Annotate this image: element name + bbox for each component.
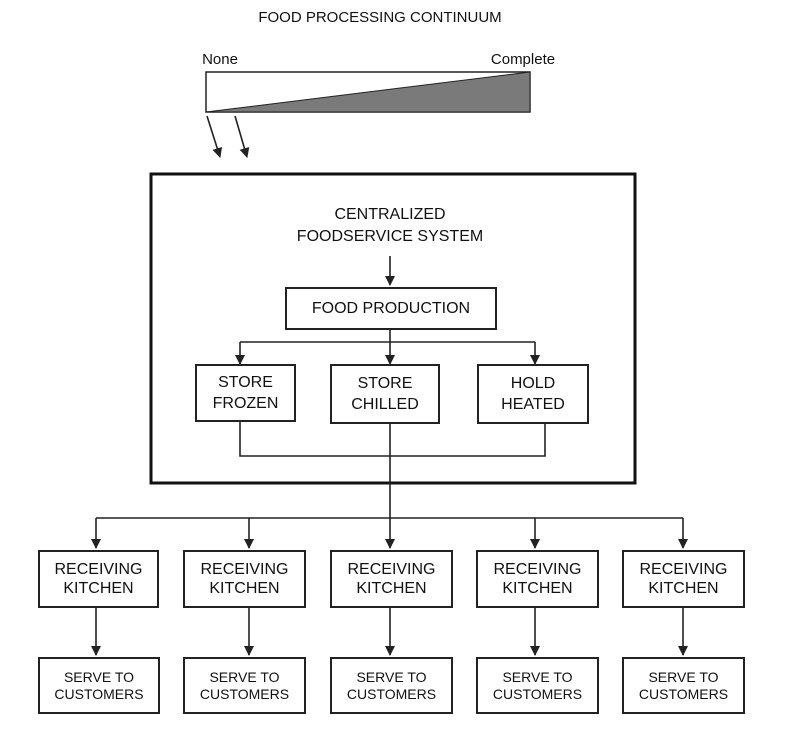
serve-line1: SERVE TO xyxy=(63,668,135,685)
food-production-label: FOOD PRODUCTION xyxy=(311,300,471,317)
receiving-kitchen-line2: KITCHEN xyxy=(502,580,573,597)
store-chilled-line2: CHILLED xyxy=(351,396,419,413)
receiving-kitchen-box: RECEIVING KITCHEN xyxy=(622,550,745,608)
continuum-arrow-2 xyxy=(234,115,250,158)
serve-line2: CUSTOMERS xyxy=(54,685,144,702)
serve-line2: CUSTOMERS xyxy=(492,685,583,702)
receiving-kitchen-box: RECEIVING KITCHEN xyxy=(183,550,306,608)
hold-heated-box: HOLD HEATED xyxy=(477,364,589,424)
receiving-kitchen-line2: KITCHEN xyxy=(209,580,280,597)
serve-line1: SERVE TO xyxy=(356,668,427,685)
receiving-kitchen-box: RECEIVING KITCHEN xyxy=(330,550,453,608)
store-chilled-line1: STORE xyxy=(357,375,413,392)
receiving-kitchen-box: RECEIVING KITCHEN xyxy=(38,550,159,608)
hold-heated-line2: HEATED xyxy=(501,396,565,413)
continuum-complete-label: Complete xyxy=(490,51,556,68)
system-title-line1: CENTRALIZED xyxy=(334,206,446,223)
receiving-kitchen-line2: KITCHEN xyxy=(356,580,427,597)
continuum-none-label: None xyxy=(202,51,238,68)
store-frozen-line2: FROZEN xyxy=(212,395,279,412)
receiving-kitchen-line2: KITCHEN xyxy=(648,580,719,597)
diagram-title: FOOD PROCESSING CONTINUUM xyxy=(258,9,502,26)
continuum-bar xyxy=(205,71,531,113)
receiving-kitchen-line1: RECEIVING xyxy=(493,561,582,578)
continuum-arrow-1 xyxy=(206,115,223,158)
storage-collection-line xyxy=(239,422,546,457)
receiving-kitchen-line1: RECEIVING xyxy=(200,561,289,578)
continuum-wedge xyxy=(205,71,531,113)
serve-line2: CUSTOMERS xyxy=(346,685,437,702)
serve-line1: SERVE TO xyxy=(648,668,719,685)
store-chilled-box: STORE CHILLED xyxy=(330,364,440,424)
store-frozen-line1: STORE xyxy=(218,374,273,391)
system-title-line2: FOODSERVICE SYSTEM xyxy=(296,228,484,245)
system-title: CENTRALIZED FOODSERVICE SYSTEM xyxy=(250,204,530,248)
receiving-kitchen-box: RECEIVING KITCHEN xyxy=(476,550,599,608)
serve-line1: SERVE TO xyxy=(502,668,573,685)
serve-line1: SERVE TO xyxy=(209,668,280,685)
serve-line2: CUSTOMERS xyxy=(199,685,290,702)
serve-line2: CUSTOMERS xyxy=(638,685,729,702)
receiving-kitchen-line1: RECEIVING xyxy=(639,561,728,578)
store-frozen-box: STORE FROZEN xyxy=(195,364,296,422)
hold-heated-line1: HOLD xyxy=(510,375,556,392)
receiving-kitchen-line1: RECEIVING xyxy=(54,561,143,578)
receiving-kitchen-line2: KITCHEN xyxy=(63,580,134,597)
food-production-box: FOOD PRODUCTION xyxy=(285,287,497,330)
system-frame xyxy=(149,172,637,485)
receiving-kitchen-line1: RECEIVING xyxy=(347,561,436,578)
